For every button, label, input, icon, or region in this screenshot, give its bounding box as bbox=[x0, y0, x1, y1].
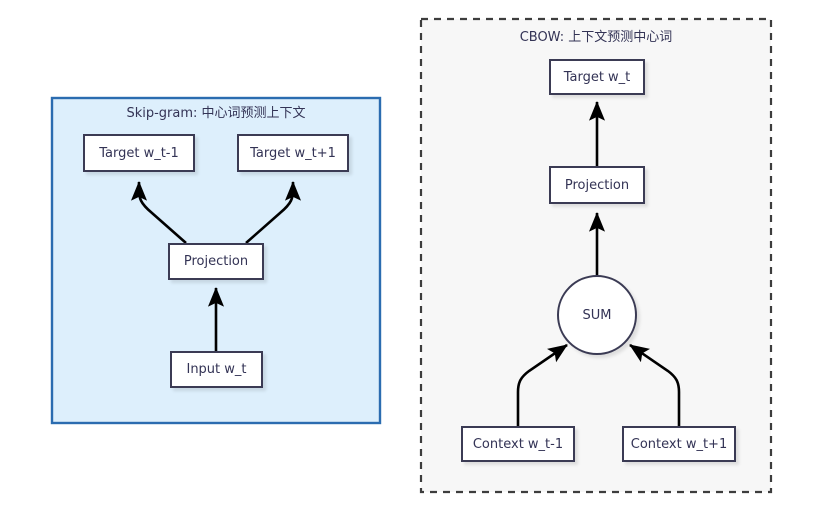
node-input-w-t[interactable]: Input w_t bbox=[170, 351, 263, 388]
node-sum-circle[interactable]: SUM bbox=[557, 275, 637, 355]
node-skipgram-projection[interactable]: Projection bbox=[168, 243, 264, 280]
arrow-context-left-to-sum bbox=[516, 343, 568, 426]
node-target-w-t[interactable]: Target w_t bbox=[549, 59, 645, 95]
arrow-context-right-to-sum bbox=[629, 343, 681, 426]
skipgram-panel-title: Skip-gram: 中心词预测上下文 bbox=[126, 106, 306, 121]
arrow-projection-to-target-left bbox=[130, 180, 187, 244]
node-target-w-t-plus-1[interactable]: Target w_t+1 bbox=[237, 134, 349, 172]
arrow-projection-to-target-right bbox=[245, 180, 302, 244]
node-cbow-projection[interactable]: Projection bbox=[549, 166, 645, 204]
cbow-panel-title: CBOW: 上下文预测中心词 bbox=[519, 30, 673, 45]
node-context-w-t-minus-1[interactable]: Context w_t-1 bbox=[461, 426, 575, 462]
node-context-w-t-plus-1[interactable]: Context w_t+1 bbox=[622, 426, 736, 462]
node-target-w-t-minus-1[interactable]: Target w_t-1 bbox=[83, 134, 195, 172]
